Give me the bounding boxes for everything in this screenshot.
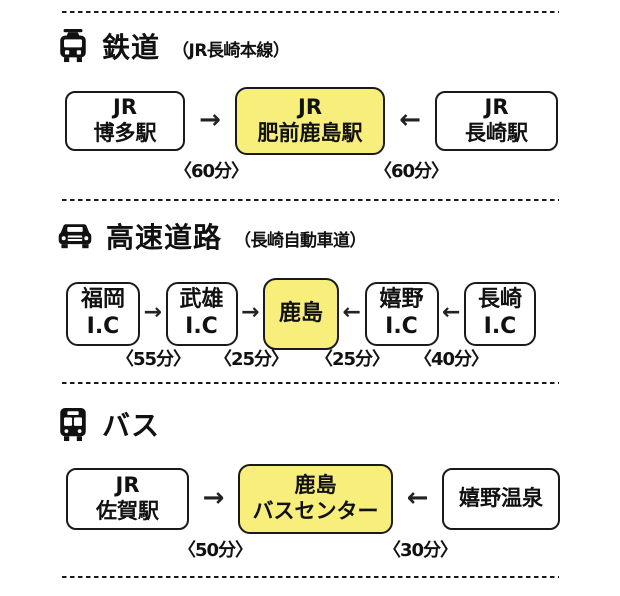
bus-icon <box>56 406 90 442</box>
stop-label-line2: 肥前鹿島駅 <box>257 121 363 145</box>
stop-jr-hizen-kashima: JR 肥前鹿島駅 <box>235 87 385 155</box>
stop-nagasaki-ic: 長崎 I.C <box>464 282 536 346</box>
arrow-right-icon: → <box>241 300 260 325</box>
stop-label-line2: バスセンター <box>252 499 379 523</box>
stop-jr-nagasaki: JR 長崎駅 <box>435 91 558 151</box>
section-title-bus: バス <box>102 409 161 442</box>
stop-jr-saga: JR 佐賀駅 <box>66 468 189 530</box>
stop-label-line1: 鹿島 <box>278 300 323 326</box>
stop-ureshino-ic: 嬉野 I.C <box>364 282 439 346</box>
stop-label-line1: JR <box>484 95 509 120</box>
section-title-highway: 高速道路 <box>106 221 223 254</box>
stop-label-line2: 長崎駅 <box>465 121 528 145</box>
arrow-right-icon: → <box>202 482 225 513</box>
stop-kashima-ic: 鹿島 <box>263 278 339 350</box>
stop-label-line1: 嬉野 <box>379 287 424 313</box>
stop-label-line2: I.C <box>86 314 120 339</box>
stop-kashima-bus-center: 鹿島 バスセンター <box>238 464 393 534</box>
stop-label-line1: 福岡 <box>80 287 125 313</box>
divider-highway-bus <box>62 382 559 384</box>
rail-route-row: JR 博多駅 → JR 肥前鹿島駅 ← JR 長崎駅 <box>65 87 558 155</box>
stop-label-line2: I.C <box>483 314 517 339</box>
duration-label: 〈25分〉 <box>314 349 390 370</box>
arrow-left-icon: ← <box>342 300 361 325</box>
train-icon <box>56 28 90 64</box>
arrow-left-icon: ← <box>406 482 429 513</box>
divider-rail-highway <box>62 199 559 201</box>
arrow-left-icon: ← <box>442 300 461 325</box>
stop-ureshino-onsen: 嬉野温泉 <box>442 468 560 530</box>
stop-label-line2: I.C <box>385 314 418 339</box>
stop-label-line1: 嬉野温泉 <box>459 486 543 511</box>
section-heading-highway: 高速道路 （長崎自動車道） <box>56 216 367 256</box>
stop-label-line1: 武雄 <box>179 287 224 313</box>
arrow-left-icon: ← <box>399 104 421 135</box>
stop-label-line1: 長崎 <box>477 287 522 313</box>
duration-label: 〈30分〉 <box>382 540 458 561</box>
stop-takeo-ic: 武雄 I.C <box>165 282 238 346</box>
stop-label-line1: JR <box>113 95 137 120</box>
stop-label-line1: 鹿島 <box>294 473 337 498</box>
bus-route-row: JR 佐賀駅 → 鹿島 バスセンター ← 嬉野温泉 <box>66 464 560 534</box>
section-subtitle-rail: （JR長崎本線） <box>172 41 290 61</box>
stop-fukuoka-ic: 福岡 I.C <box>66 282 140 346</box>
section-heading-bus: バス <box>56 404 172 444</box>
car-icon <box>56 219 94 253</box>
duration-label: 〈60分〉 <box>173 161 249 182</box>
divider-top <box>62 11 559 13</box>
duration-label: 〈50分〉 <box>177 540 253 561</box>
section-title-rail: 鉄道 <box>102 31 161 64</box>
arrow-right-icon: → <box>143 300 162 325</box>
arrow-right-icon: → <box>199 104 221 135</box>
duration-label: 〈25分〉 <box>213 349 289 370</box>
stop-label-line2: 佐賀駅 <box>96 499 159 523</box>
duration-label: 〈40分〉 <box>413 349 489 370</box>
divider-bottom <box>62 576 559 578</box>
section-heading-rail: 鉄道 （JR長崎本線） <box>56 26 290 66</box>
stop-label-line1: JR <box>298 95 322 120</box>
highway-route-row: 福岡 I.C → 武雄 I.C → 鹿島 ← 嬉野 I.C ← 長崎 I.C <box>66 277 536 351</box>
stop-label-line1: JR <box>115 473 140 498</box>
duration-label: 〈55分〉 <box>115 349 191 370</box>
duration-label: 〈60分〉 <box>373 161 449 182</box>
stop-jr-hakata: JR 博多駅 <box>65 91 185 151</box>
stop-label-line2: I.C <box>185 314 218 339</box>
stop-label-line2: 博多駅 <box>93 121 157 145</box>
section-subtitle-highway: （長崎自動車道） <box>234 231 367 251</box>
